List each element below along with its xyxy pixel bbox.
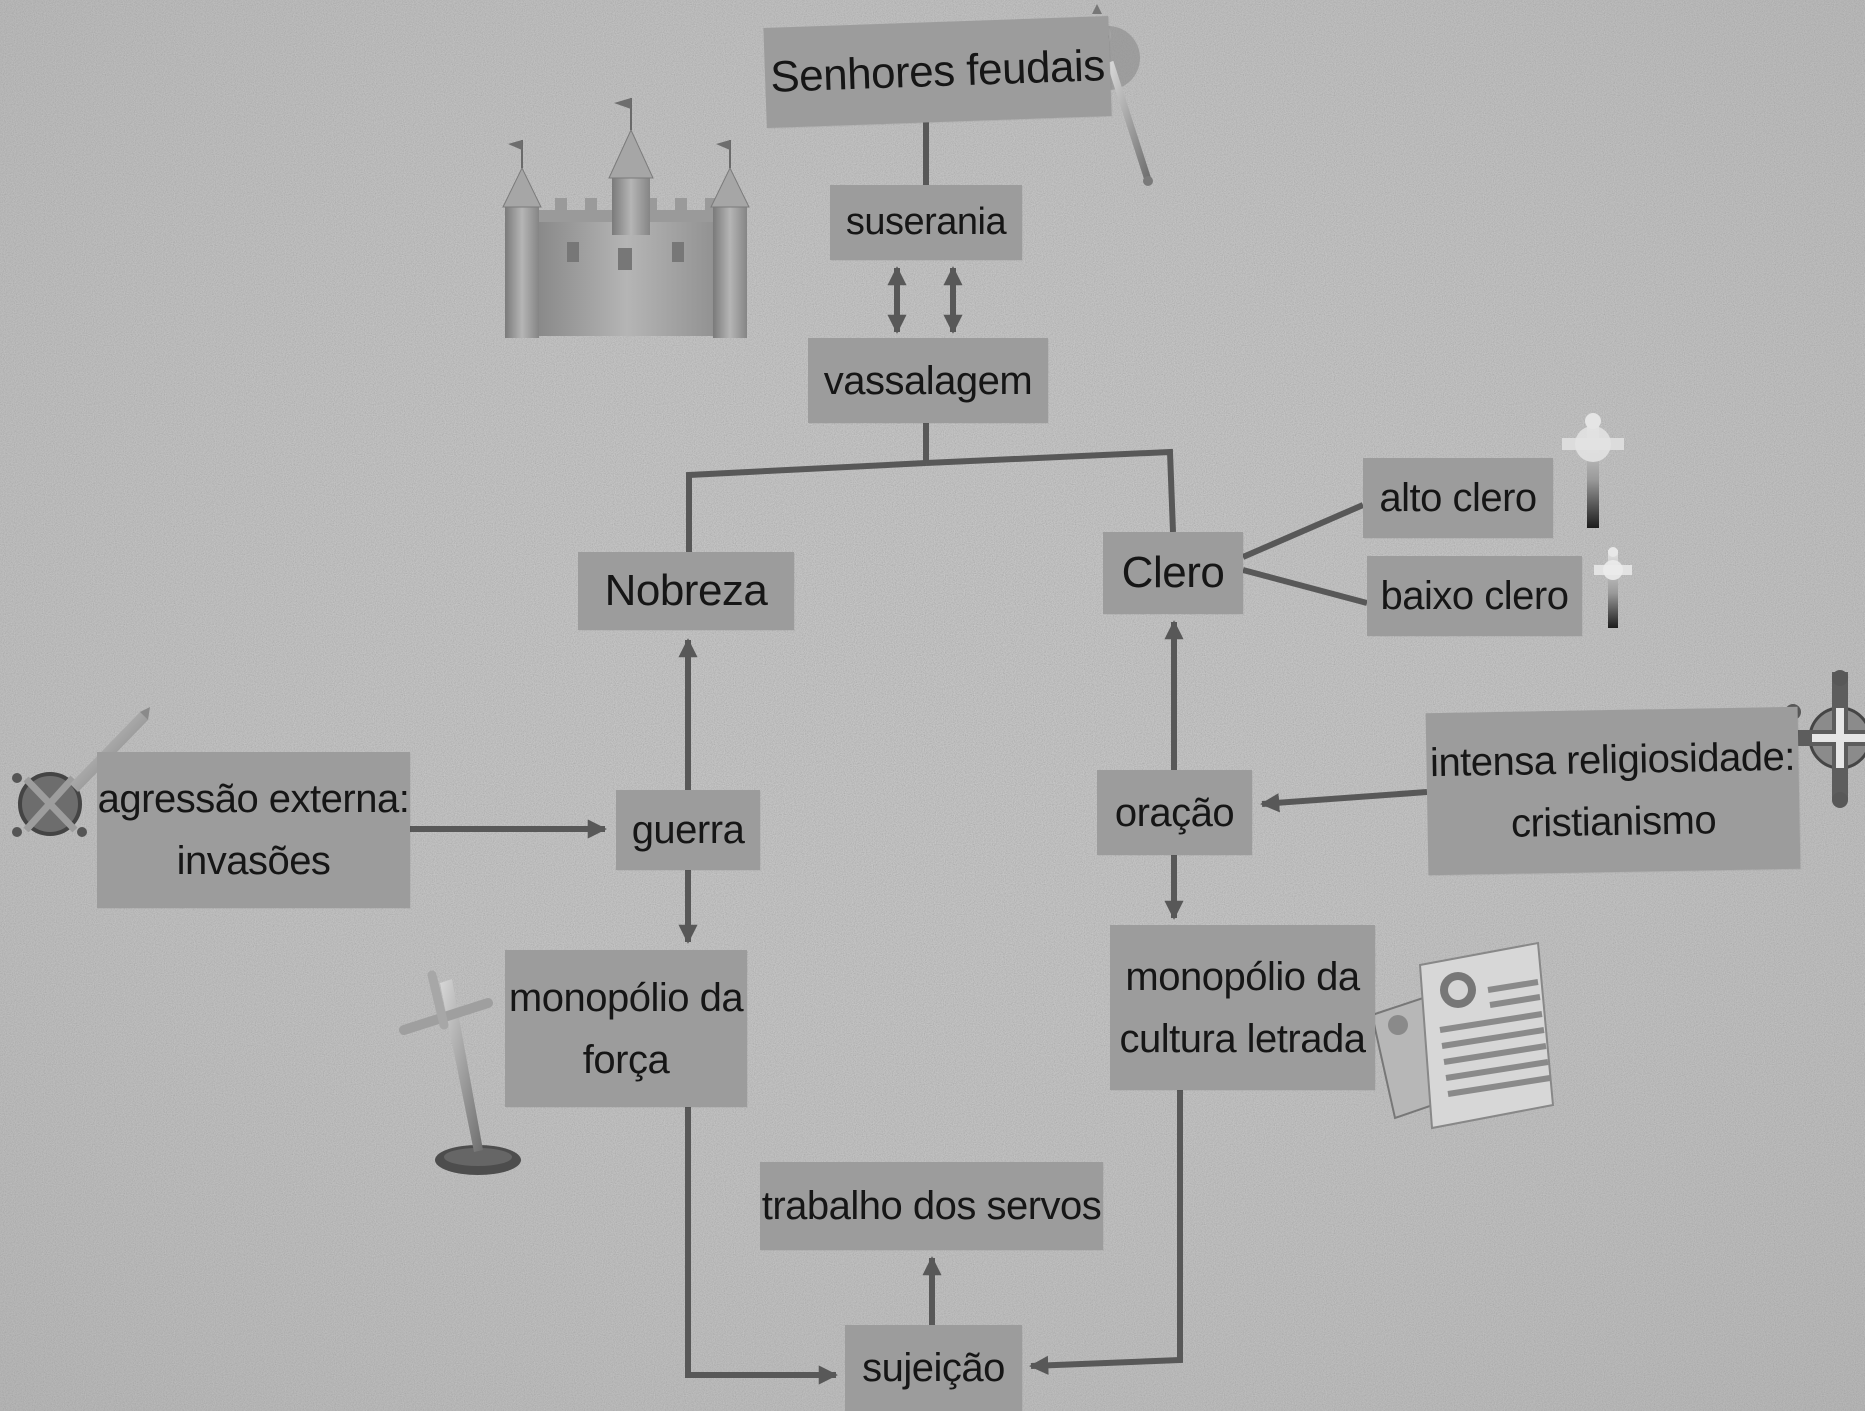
guerra-box: guerra — [616, 790, 760, 870]
baixo-clero-label: baixo clero — [1380, 574, 1569, 618]
clero-box: Clero — [1103, 532, 1243, 614]
senhores-feudais-label: Senhores feudais — [769, 41, 1106, 102]
monopolio-cultura-box: monopólio da cultura letrada — [1110, 925, 1375, 1090]
intensa-religiosidade-line-1: intensa religiosidade: — [1429, 734, 1796, 786]
vassalagem-label: vassalagem — [823, 358, 1033, 403]
guerra-label: guerra — [631, 808, 745, 852]
edge-clero-baixo-clero — [1242, 567, 1368, 606]
trabalho-dos-servos-box: trabalho dos servos — [760, 1162, 1103, 1250]
alto-clero-label: alto clero — [1379, 476, 1537, 520]
edge-split-clero — [925, 448, 1176, 533]
suserania-label: suserania — [845, 201, 1007, 244]
sujeicao-label: sujeição — [862, 1346, 1005, 1390]
vassalagem-box: vassalagem — [808, 338, 1048, 423]
edge-intensa-oracao — [1260, 789, 1428, 813]
nobreza-box: Nobreza — [578, 552, 794, 630]
agressao-externa-line-1: agressão externa: — [97, 777, 410, 821]
agressao-externa-box: agressão externa: invasões — [97, 752, 410, 908]
edge-split-nobreza — [686, 460, 927, 552]
edge-forca-sujeicao — [685, 1107, 838, 1385]
edge-cultura-sujeicao — [1029, 1090, 1183, 1375]
small-cross-icon — [1594, 547, 1632, 628]
trabalho-dos-servos-label: trabalho dos servos — [761, 1184, 1102, 1228]
monopolio-forca-line-1: monopólio da — [508, 975, 744, 1020]
oracao-label: oração — [1114, 790, 1235, 835]
intensa-religiosidade-box: intensa religiosidade: cristianismo — [1425, 706, 1801, 876]
oracao-box: oração — [1097, 770, 1252, 855]
manuscript-icon — [1370, 941, 1555, 1130]
alto-clero-box: alto clero — [1363, 458, 1553, 538]
monopolio-forca-box: monopólio da força — [505, 950, 747, 1107]
clero-label: Clero — [1121, 547, 1225, 597]
nobreza-label: Nobreza — [604, 565, 768, 615]
monopolio-forca-line-2: força — [582, 1037, 670, 1082]
tall-cross-icon — [1562, 413, 1624, 528]
sujeicao-box: sujeição — [845, 1325, 1022, 1411]
monopolio-cultura-line-2: cultura letrada — [1119, 1016, 1366, 1061]
baixo-clero-box: baixo clero — [1367, 556, 1582, 636]
intensa-religiosidade-line-2: cristianismo — [1510, 798, 1717, 846]
sword-in-ground-icon — [399, 970, 521, 1175]
senhores-feudais-box: Senhores feudais — [763, 16, 1112, 128]
suserania-box: suserania — [830, 185, 1022, 260]
agressao-externa-line-2: invasões — [176, 839, 331, 883]
monopolio-cultura-line-1: monopólio da — [1125, 954, 1360, 999]
castle-icon — [502, 98, 750, 338]
edge-clero-alto-clero — [1241, 502, 1365, 560]
